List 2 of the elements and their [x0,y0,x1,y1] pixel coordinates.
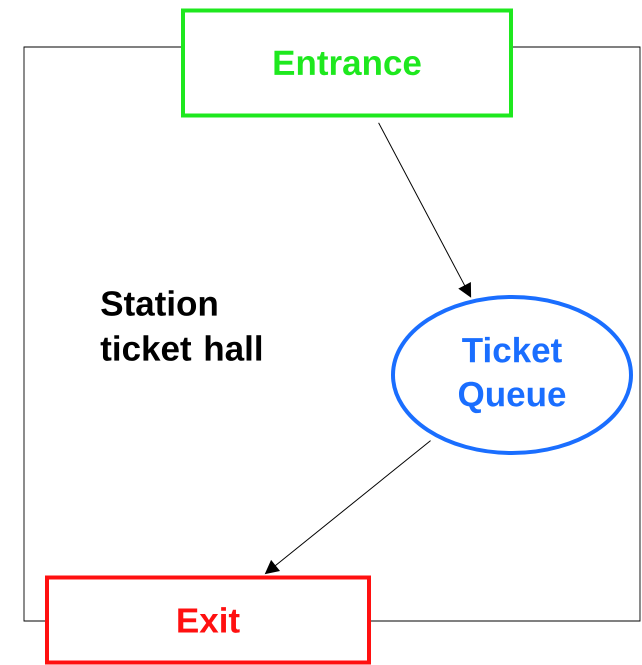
entrance-box: Entrance [181,8,513,118]
exit-box: Exit [45,576,371,664]
